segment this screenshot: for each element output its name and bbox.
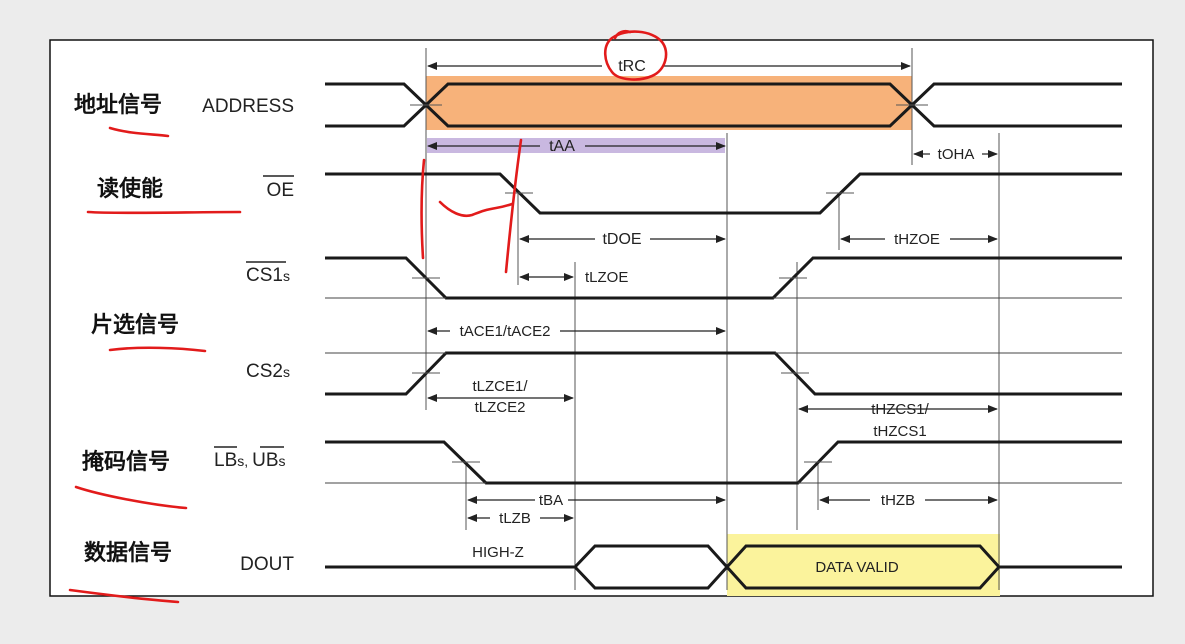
cs1-signal-label: CS1s — [246, 265, 290, 286]
lb-name: LB — [214, 450, 237, 471]
thzcs-label-2: tHZCS1 — [873, 423, 926, 440]
thzb-label: tHZB — [881, 492, 915, 509]
tdoe-label: tDOE — [602, 231, 641, 248]
oe-signal-label: OE — [267, 180, 294, 201]
cs2-signal-label: CS2s — [246, 361, 290, 382]
address-zh-label: 地址信号 — [74, 92, 162, 118]
cs1-subscript: s — [283, 268, 290, 284]
cs1-waveform — [325, 256, 1122, 300]
data-valid-highlight — [727, 534, 1000, 596]
tba-label: tBA — [539, 492, 563, 509]
cs2-name: CS2 — [246, 361, 283, 382]
lb-ub-signal-label: LBs,UBs — [214, 450, 286, 471]
taa-highlight — [427, 138, 725, 153]
data-valid-label: DATA VALID — [815, 559, 899, 576]
data-zh-label: 数据信号 — [84, 540, 172, 566]
oe-zh-label: 读使能 — [97, 176, 163, 202]
toha-label: tOHA — [938, 146, 975, 163]
lb-ub-waveform — [325, 440, 1122, 485]
dout-waveform — [325, 544, 1122, 590]
tace-label: tACE1/tACE2 — [460, 323, 551, 340]
address-signal-label: ADDRESS — [202, 96, 294, 117]
cs1-name: CS1 — [246, 265, 283, 286]
tlzce-label-2: tLZCE2 — [475, 399, 526, 416]
cs2-subscript: s — [283, 364, 290, 380]
high-z-label: HIGH-Z — [472, 544, 524, 561]
mask-zh-label: 掩码信号 — [82, 449, 170, 475]
diagram-frame — [49, 39, 1154, 597]
trc-label: tRC — [618, 58, 646, 75]
cs2-waveform — [325, 351, 1122, 396]
lb-subscript: s, — [237, 453, 248, 469]
ub-subscript: s — [279, 453, 286, 469]
tlzb-label: tLZB — [499, 510, 531, 527]
tlzoe-label: tLZOE — [585, 269, 628, 286]
dout-signal-label: DOUT — [240, 554, 294, 575]
timing-arrows — [427, 62, 998, 522]
ub-name: UB — [252, 450, 278, 471]
thzoe-label: tHZOE — [894, 231, 940, 248]
oe-waveform — [325, 172, 1122, 215]
chip-select-zh-label: 片选信号 — [91, 312, 179, 338]
thzcs-label-1: tHZCS1/ — [871, 401, 929, 418]
address-waveform — [325, 82, 1122, 128]
taa-label: tAA — [549, 138, 575, 155]
tlzce-label-1: tLZCE1/ — [472, 378, 528, 395]
red-annotations — [68, 29, 668, 604]
